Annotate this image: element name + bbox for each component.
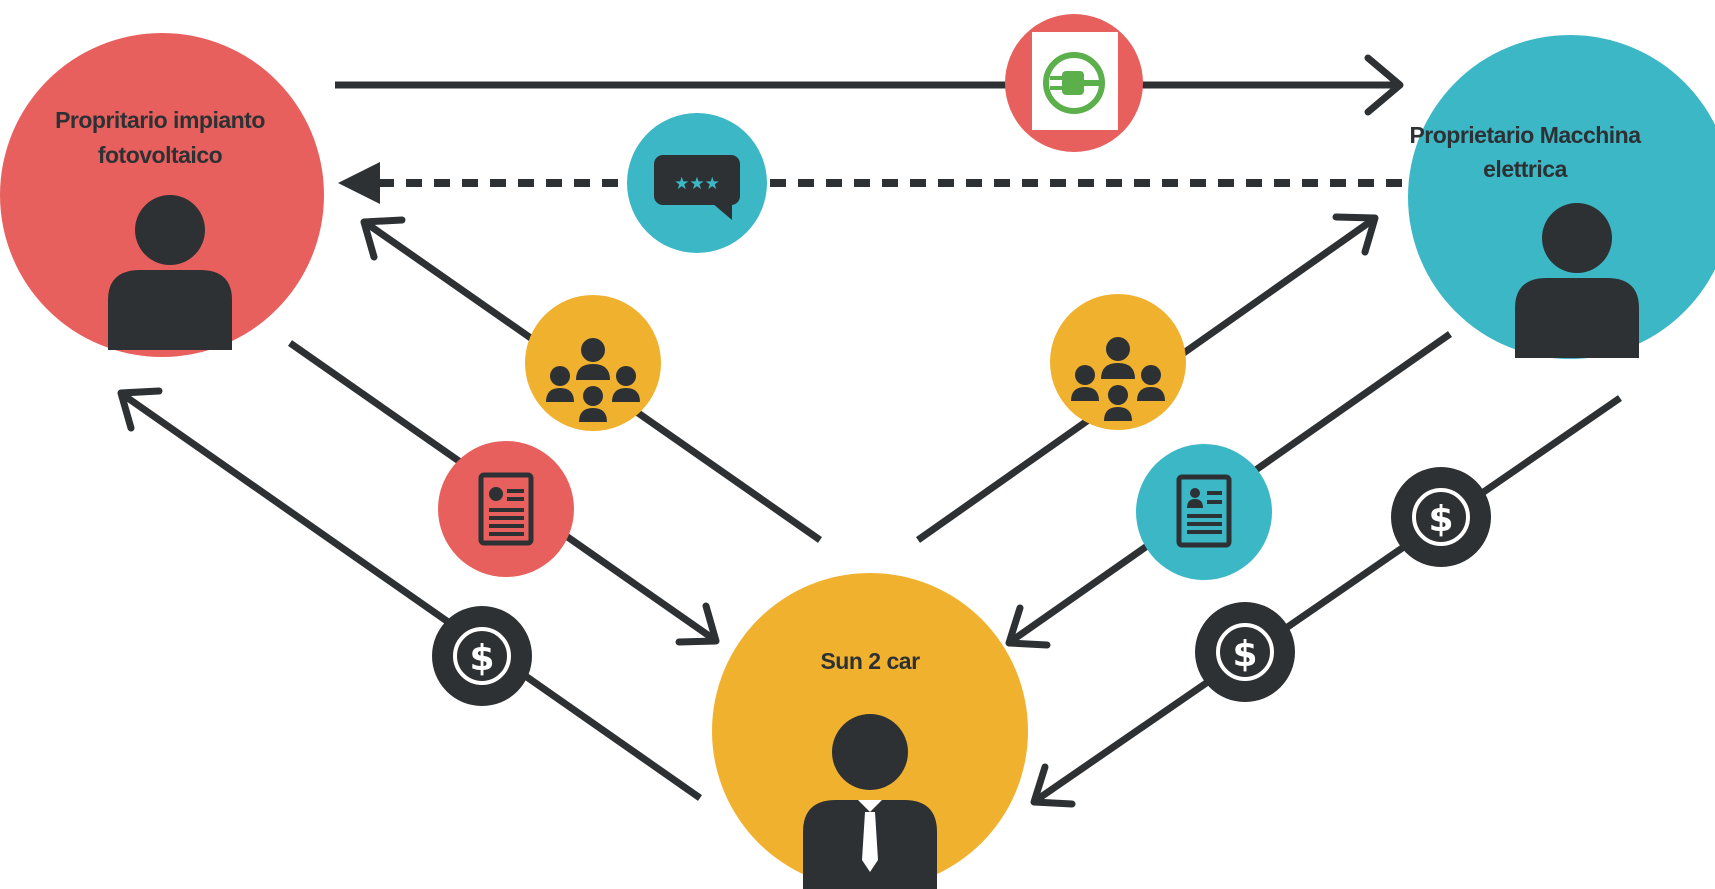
consumer-label-line2: elettrica	[1483, 156, 1567, 182]
dollar-icon: $	[1412, 488, 1470, 546]
rating-chat-icon: ★★★	[654, 155, 740, 220]
energy-badge	[1005, 14, 1143, 152]
feedback-dashed-arrow	[338, 162, 1402, 204]
community-icon	[546, 338, 640, 422]
community-badge-right	[1050, 294, 1186, 430]
platform-to-producer-payment-arrow	[117, 387, 703, 801]
payment-badge-right-bottom: $	[1195, 602, 1295, 702]
consumer-circle	[1408, 35, 1715, 359]
dollar-icon: $	[1216, 623, 1274, 681]
producer-label-line2: fotovoltaico	[98, 142, 223, 168]
community-icon	[1071, 337, 1165, 421]
producer-circle	[0, 33, 324, 357]
energy-plug-icon	[1043, 52, 1105, 114]
document-badge-left	[438, 441, 574, 577]
svg-text:★★★: ★★★	[674, 174, 720, 194]
producer-label-line1: Propritario impianto	[55, 107, 265, 133]
id-card-document-icon	[1176, 474, 1232, 548]
consumer-to-platform-payment-arrow	[1030, 395, 1622, 808]
community-badge-left	[525, 295, 661, 431]
svg-text:$: $	[1428, 499, 1453, 540]
platform-label: Sun 2 car	[820, 648, 920, 674]
top-energy-arrow	[335, 54, 1404, 116]
document-icon	[478, 472, 534, 546]
svg-text:$: $	[469, 638, 494, 679]
businessman-icon	[803, 714, 937, 889]
dollar-icon: $	[453, 627, 511, 685]
feedback-badge: ★★★	[627, 113, 767, 253]
platform-node: Sun 2 car	[712, 573, 1028, 889]
producer-node: Propritario impianto fotovoltaico	[0, 33, 324, 357]
svg-text:$: $	[1232, 634, 1257, 675]
payment-badge-right-top: $	[1391, 467, 1491, 567]
payment-badge-left: $	[432, 606, 532, 706]
consumer-label-line1: Proprietario Macchina	[1409, 122, 1641, 148]
document-badge-right	[1136, 444, 1272, 580]
consumer-node: Proprietario Macchina elettrica	[1408, 35, 1715, 359]
